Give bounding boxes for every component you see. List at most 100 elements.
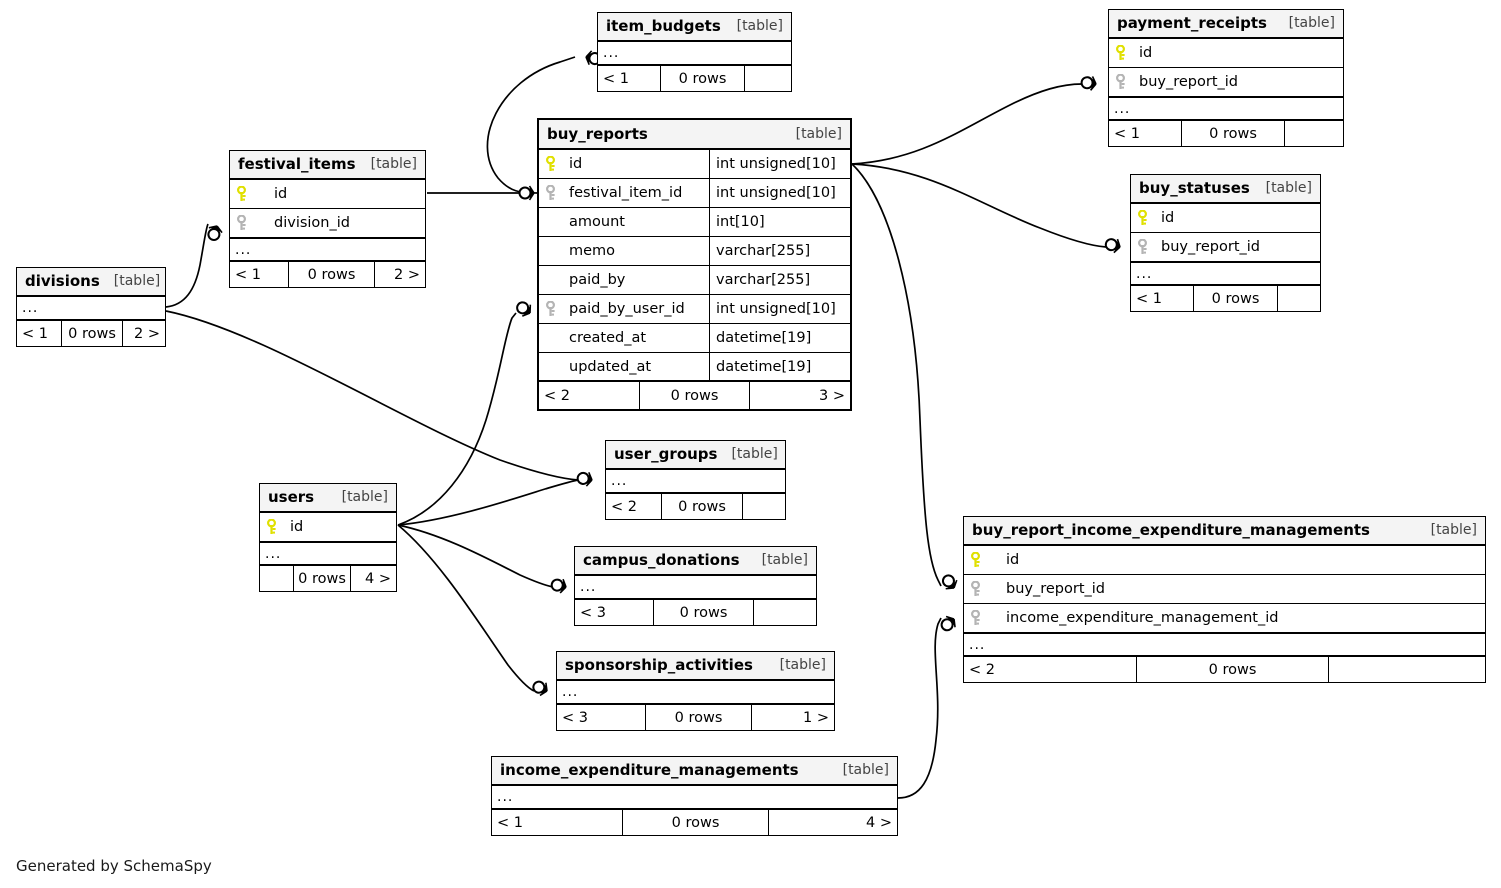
edge-divisions-to-user-groups: [165, 310, 579, 481]
table-column-row: buy_report_id: [964, 575, 1485, 604]
table-header: payment_receipts [table]: [1109, 10, 1343, 39]
footer-row-count: 0 rows: [661, 494, 743, 519]
table-title: buy_statuses: [1139, 179, 1250, 197]
footer-children-count: [1278, 286, 1320, 311]
edge-iem-to-bri-iem-id: [897, 617, 942, 799]
table-kind-label: [table]: [779, 657, 826, 673]
footer-parents-count: < 1: [235, 266, 261, 283]
footer-row-count: 0 rows: [288, 262, 375, 287]
column-name: created_at: [569, 330, 647, 346]
table-footer: 0 rows 4 >: [260, 566, 396, 591]
column-type: int unsigned[10]: [709, 179, 850, 207]
table-column-row: paid_by varchar[255]: [539, 266, 850, 295]
footer-children-count: 4 >: [365, 570, 391, 587]
edge-buy-reports-to-payment-receipts: [851, 83, 1083, 165]
more-columns-indicator: ...: [260, 542, 396, 566]
table-item-budgets[interactable]: item_budgets [table] ... < 1 0 rows: [597, 12, 792, 92]
table-title: sponsorship_activities: [565, 656, 753, 674]
table-users[interactable]: users [table] id ... 0 rows 4 >: [259, 483, 397, 592]
footer-row-count: 0 rows: [622, 810, 769, 835]
footer-row-count: 0 rows: [660, 66, 745, 91]
table-header: festival_items [table]: [230, 151, 425, 180]
table-buy-reports[interactable]: buy_reports [table] id int unsigned[10] …: [537, 118, 852, 411]
foreign-key-icon: [1109, 74, 1135, 90]
edge-buy-reports-to-buy-statuses: [851, 163, 1107, 248]
table-festival-items[interactable]: festival_items [table] id division_id ..…: [229, 150, 426, 288]
table-footer: < 1 0 rows: [1109, 121, 1343, 146]
crowfoot-campus-donations: [549, 576, 569, 595]
table-title: income_expenditure_managements: [500, 761, 799, 779]
table-column-row: id: [1131, 204, 1320, 233]
footer-parents-count: < 2: [611, 498, 637, 515]
footer-parents-count: < 2: [969, 661, 995, 678]
crowfoot-buy-statuses: [1103, 235, 1123, 255]
crowfoot-bri-buy-report-id: [938, 571, 961, 594]
footer-row-count: 0 rows: [639, 382, 750, 409]
column-name: id: [1006, 552, 1020, 568]
footer-parents-count: < 3: [580, 604, 606, 621]
table-sponsorship-activities[interactable]: sponsorship_activities [table] ... < 3 0…: [556, 651, 835, 731]
table-column-row: id: [1109, 39, 1343, 68]
footer-children-count: 3 >: [819, 387, 845, 404]
table-column-row: id: [964, 546, 1485, 575]
more-columns-indicator: ...: [606, 470, 785, 494]
table-header: item_budgets [table]: [598, 13, 791, 42]
footer-row-count: 0 rows: [293, 566, 351, 591]
table-column-row: amount int[10]: [539, 208, 850, 237]
column-name: income_expenditure_management_id: [1006, 610, 1279, 626]
table-income-expenditure-managements[interactable]: income_expenditure_managements [table] .…: [491, 756, 898, 836]
table-footer: < 1 0 rows 2 >: [17, 321, 165, 346]
table-payment-receipts[interactable]: payment_receipts [table] id buy_report_i…: [1108, 9, 1344, 147]
table-column-row: division_id: [230, 209, 425, 238]
footer-children-count: [1285, 121, 1343, 146]
column-name: memo: [569, 243, 616, 259]
column-type: int[10]: [709, 208, 850, 236]
column-name: updated_at: [569, 358, 652, 375]
edge-users-to-buy-reports-paid-by: [397, 312, 517, 526]
table-column-row: updated_at datetime[19]: [539, 353, 850, 382]
table-header: buy_report_income_expenditure_management…: [964, 517, 1485, 546]
primary-key-icon: [1131, 210, 1157, 226]
table-footer: < 1 0 rows 4 >: [492, 810, 897, 835]
footer-children-count: [745, 66, 791, 91]
footer-children-count: 2 >: [134, 325, 160, 342]
footer-row-count: 0 rows: [1181, 121, 1285, 146]
table-header: income_expenditure_managements [table]: [492, 757, 897, 786]
column-name: buy_report_id: [1006, 581, 1105, 597]
table-divisions[interactable]: divisions [table] ... < 1 0 rows 2 >: [16, 267, 166, 347]
table-header: sponsorship_activities [table]: [557, 652, 834, 681]
more-columns-indicator: ...: [964, 633, 1485, 657]
primary-key-icon: [260, 519, 286, 535]
column-type: datetime[19]: [709, 353, 850, 380]
foreign-key-icon: [539, 301, 565, 317]
edge-buy-reports-to-bri-buy-report-id: [851, 163, 942, 587]
more-columns-indicator: ...: [1131, 262, 1320, 286]
table-user-groups[interactable]: user_groups [table] ... < 2 0 rows: [605, 440, 786, 520]
table-title: buy_reports: [547, 124, 648, 143]
table-footer: < 2 0 rows: [606, 494, 785, 519]
table-kind-label: [table]: [370, 156, 417, 172]
more-columns-indicator: ...: [575, 576, 816, 600]
table-footer: < 1 0 rows: [598, 66, 791, 91]
table-title: users: [268, 488, 315, 506]
table-header: campus_donations [table]: [575, 547, 816, 576]
primary-key-icon: [964, 552, 990, 568]
primary-key-icon: [1109, 45, 1135, 61]
table-kind-label: [table]: [1288, 15, 1335, 31]
table-buy-report-income-expenditure-managements[interactable]: buy_report_income_expenditure_management…: [963, 516, 1486, 683]
footer-row-count: 0 rows: [653, 600, 754, 625]
table-title: item_budgets: [606, 17, 721, 35]
column-type: int unsigned[10]: [709, 295, 850, 323]
table-buy-statuses[interactable]: buy_statuses [table] id buy_report_id ..…: [1130, 174, 1321, 312]
column-name: id: [290, 519, 304, 535]
table-title: campus_donations: [583, 551, 740, 569]
footer-parents-count: < 1: [497, 814, 523, 831]
more-columns-indicator: ...: [557, 681, 834, 705]
footer-children-count: 1 >: [803, 709, 829, 726]
table-campus-donations[interactable]: campus_donations [table] ... < 3 0 rows: [574, 546, 817, 626]
crowfoot-buy-reports-festival-item-id: [518, 185, 535, 201]
table-kind-label: [table]: [731, 446, 778, 462]
primary-key-icon: [230, 186, 256, 202]
more-columns-indicator: ...: [492, 786, 897, 810]
table-header: user_groups [table]: [606, 441, 785, 470]
